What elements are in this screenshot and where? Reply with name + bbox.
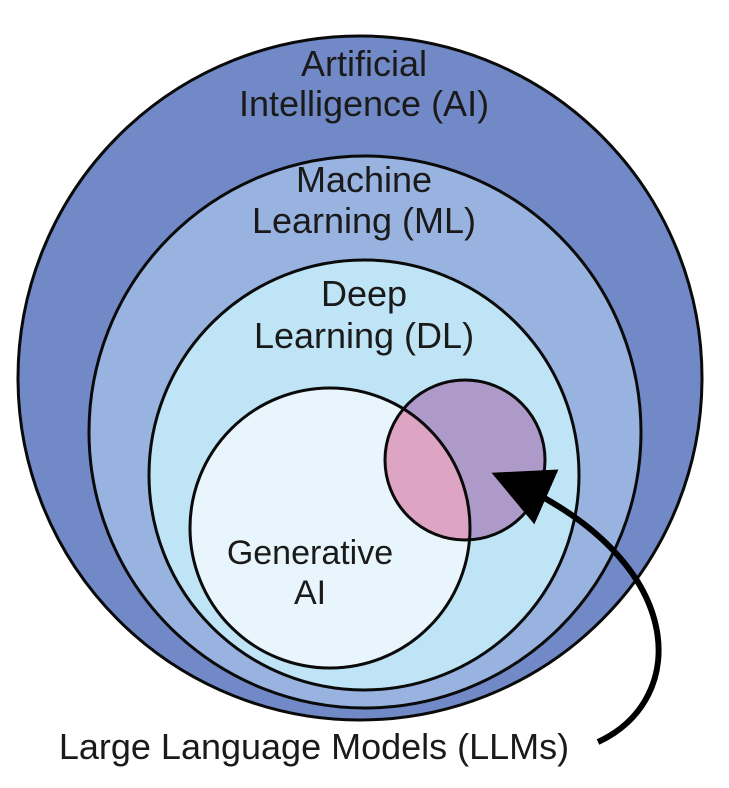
llm-label: Large Language Models (LLMs): [59, 726, 569, 767]
genai-outline: [188, 386, 472, 670]
ml-label-line2: Learning (ML): [252, 200, 476, 241]
llm-pointer-arrow: [491, 469, 662, 745]
genai-label-line2: AI: [294, 574, 326, 612]
ml-label-line1: Machine: [296, 159, 432, 200]
dl-label-line2: Learning (DL): [254, 315, 474, 356]
ai-label-line2: Intelligence (AI): [239, 83, 489, 124]
genai-label-line1: Generative: [227, 534, 393, 572]
ai-label-line1: Artificial: [301, 43, 427, 84]
dl-label-line1: Deep: [321, 273, 407, 314]
llm-outline: [383, 378, 547, 542]
